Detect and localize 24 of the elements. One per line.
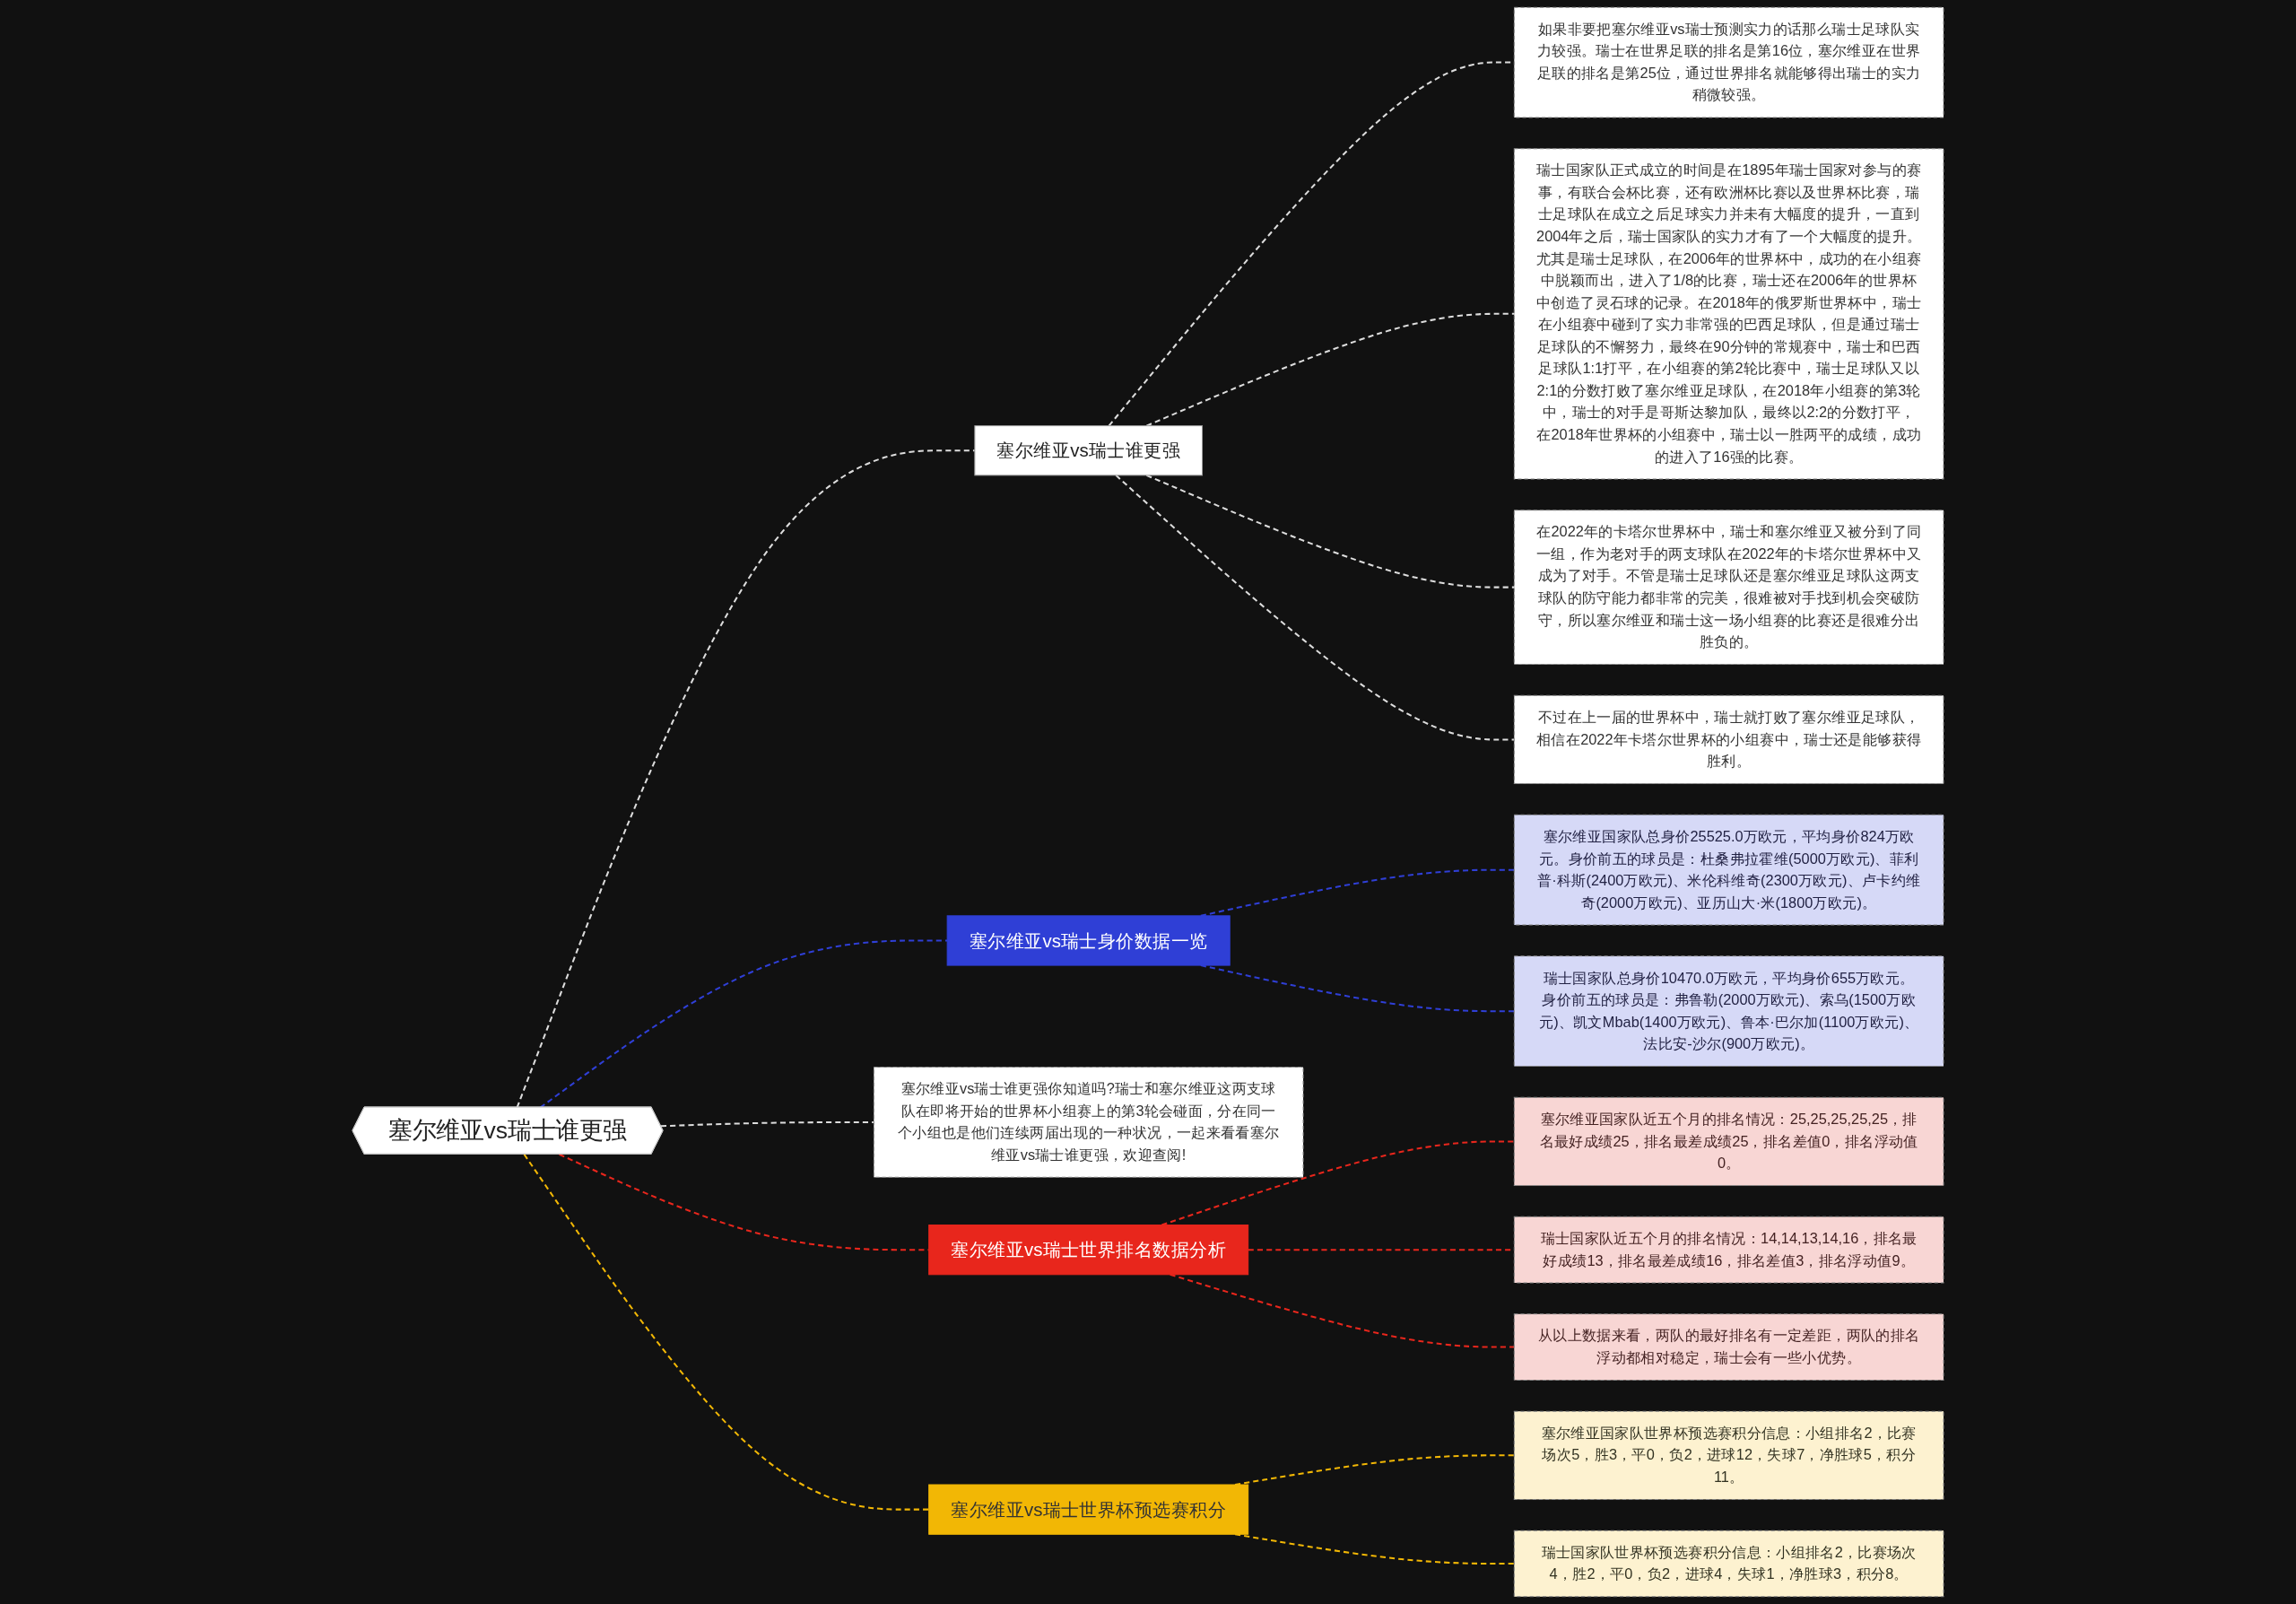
node-box: 瑞士国家队世界杯预选赛积分信息：小组排名2，比赛场次4，胜2，平0，负2，进球4，失球1，净胜球3，积分8。 — [1513, 1530, 1944, 1598]
connector — [1108, 61, 1515, 427]
connector — [1145, 312, 1515, 427]
connector — [1115, 475, 1515, 741]
connector — [1145, 474, 1515, 588]
connector — [523, 1154, 929, 1511]
node-box: 塞尔维亚vs瑞士谁更强 — [974, 425, 1204, 476]
node-box: 瑞士国家队总身价10470.0万欧元，平均身价655万欧元。身价前五的球员是：弗鲁勒(2000万欧元)、索乌(1500万欧元)、凯文Mbab(1400万欧元)、鲁本·巴尔加(1100万欧元)、法比安-沙尔(900万欧元)。 — [1513, 955, 1944, 1068]
node-box: 塞尔维亚国家队近五个月的排名情况：25,25,25,25,25，排名最好成绩25，排名最差成绩25，排名差值0，排名浮动值0。 — [1513, 1096, 1944, 1187]
node-box: 瑞士国家队正式成立的时间是在1895年瑞士国家对参与的赛事，有联合会杯比赛，还有欧洲杯比赛以及世界杯比赛，瑞士足球队在成立之后足球实力并未有大幅度的提升，一直到2004年之后，瑞士国家队的实力才有了一个大幅度的提升。尤其是瑞士足球队，在2006年的世界杯中，成功的在小组赛中脱颖而出，进入了1/8的比赛，瑞士还在2006年的世界杯中创造了灵石球的记录。在2018年的俄罗斯世界杯中，瑞士在小组赛中碰到了实力非常强的巴西足球队，但是通过瑞士足球队的不懈努力，最终在90分钟的常规赛中，瑞士和巴西足球队1:1打平，在小组赛的第2轮比赛中，瑞士足球队又以2:1的分数打败了塞尔维亚足球队，在2018年小组赛的第3轮中，瑞士的对手是哥斯达黎加队，最终以2:2的分数打平，在2018年世界杯的小组赛中，瑞士以一胜两平的成绩，成功的进入了16强的比赛。 — [1513, 148, 1944, 480]
connector — [1161, 1140, 1515, 1226]
node-box: 塞尔维亚vs瑞士身价数据一览 — [946, 915, 1231, 966]
node-box: 瑞士国家队近五个月的排名情况：14,14,13,14,16，排名最好成绩13，排名最差成绩16，排名差值3，排名浮动值9。 — [1513, 1216, 1944, 1284]
node-box: 塞尔维亚国家队世界杯预选赛积分信息：小组排名2，比赛场次5，胜3，平0，负2，进球12，失球7，净胜球5，积分11。 — [1513, 1410, 1944, 1500]
node-box: 塞尔维亚vs瑞士世界排名数据分析 — [928, 1225, 1249, 1276]
node-box: 在2022年的卡塔尔世界杯中，瑞士和塞尔维亚又被分到了同一组，作为老对手的两支球队在2022年的卡塔尔世界杯中又成为了对手。不管是瑞士足球队还是塞尔维亚足球队这两支球队的防守能力都非常的完美，很难被对手找到机会突破防守，所以塞尔维亚和瑞士这一场小组赛的比赛还是很难分出胜负的。 — [1513, 510, 1944, 666]
node-box: 塞尔维亚vs瑞士谁更强你知道吗?瑞士和塞尔维亚这两支球队在即将开始的世界杯小组赛上的第3轮会碰面，分在同一个小组也是他们连续两届出现的一种状况，一起来看看塞尔维亚vs瑞士谁更强，欢迎查阅! — [873, 1067, 1304, 1178]
node-box: 不过在上一届的世界杯中，瑞士就打败了塞尔维亚足球队，相信在2022年卡塔尔世界杯的小组赛中，瑞士还是能够获得胜利。 — [1513, 694, 1944, 785]
node-box: 从以上数据来看，两队的最好排名有一定差距，两队的排名浮动都相对稳定，瑞士会有一些小优势。 — [1513, 1313, 1944, 1381]
node-box: 塞尔维亚国家队总身价25525.0万欧元，平均身价824万欧元。身价前五的球员是：杜桑弗拉霍维(5000万欧元)、菲利普·科斯(2400万欧元)、米伦科维奇(2300万欧元)、卢卡约维奇(2000万欧元)、亚历山大·米(1800万欧元)。 — [1513, 814, 1944, 926]
node-box: 如果非要把塞尔维亚vs瑞士预测实力的话那么瑞士足球队实力较强。瑞士在世界足联的排名是第16位，塞尔维亚在世界足联的排名是第25位，通过世界排名就能够得出瑞士的实力稍微较强。 — [1513, 6, 1944, 118]
connector — [660, 1120, 874, 1128]
node-box: 塞尔维亚vs瑞士世界杯预选赛积分 — [928, 1484, 1249, 1535]
connector — [1170, 1273, 1515, 1348]
